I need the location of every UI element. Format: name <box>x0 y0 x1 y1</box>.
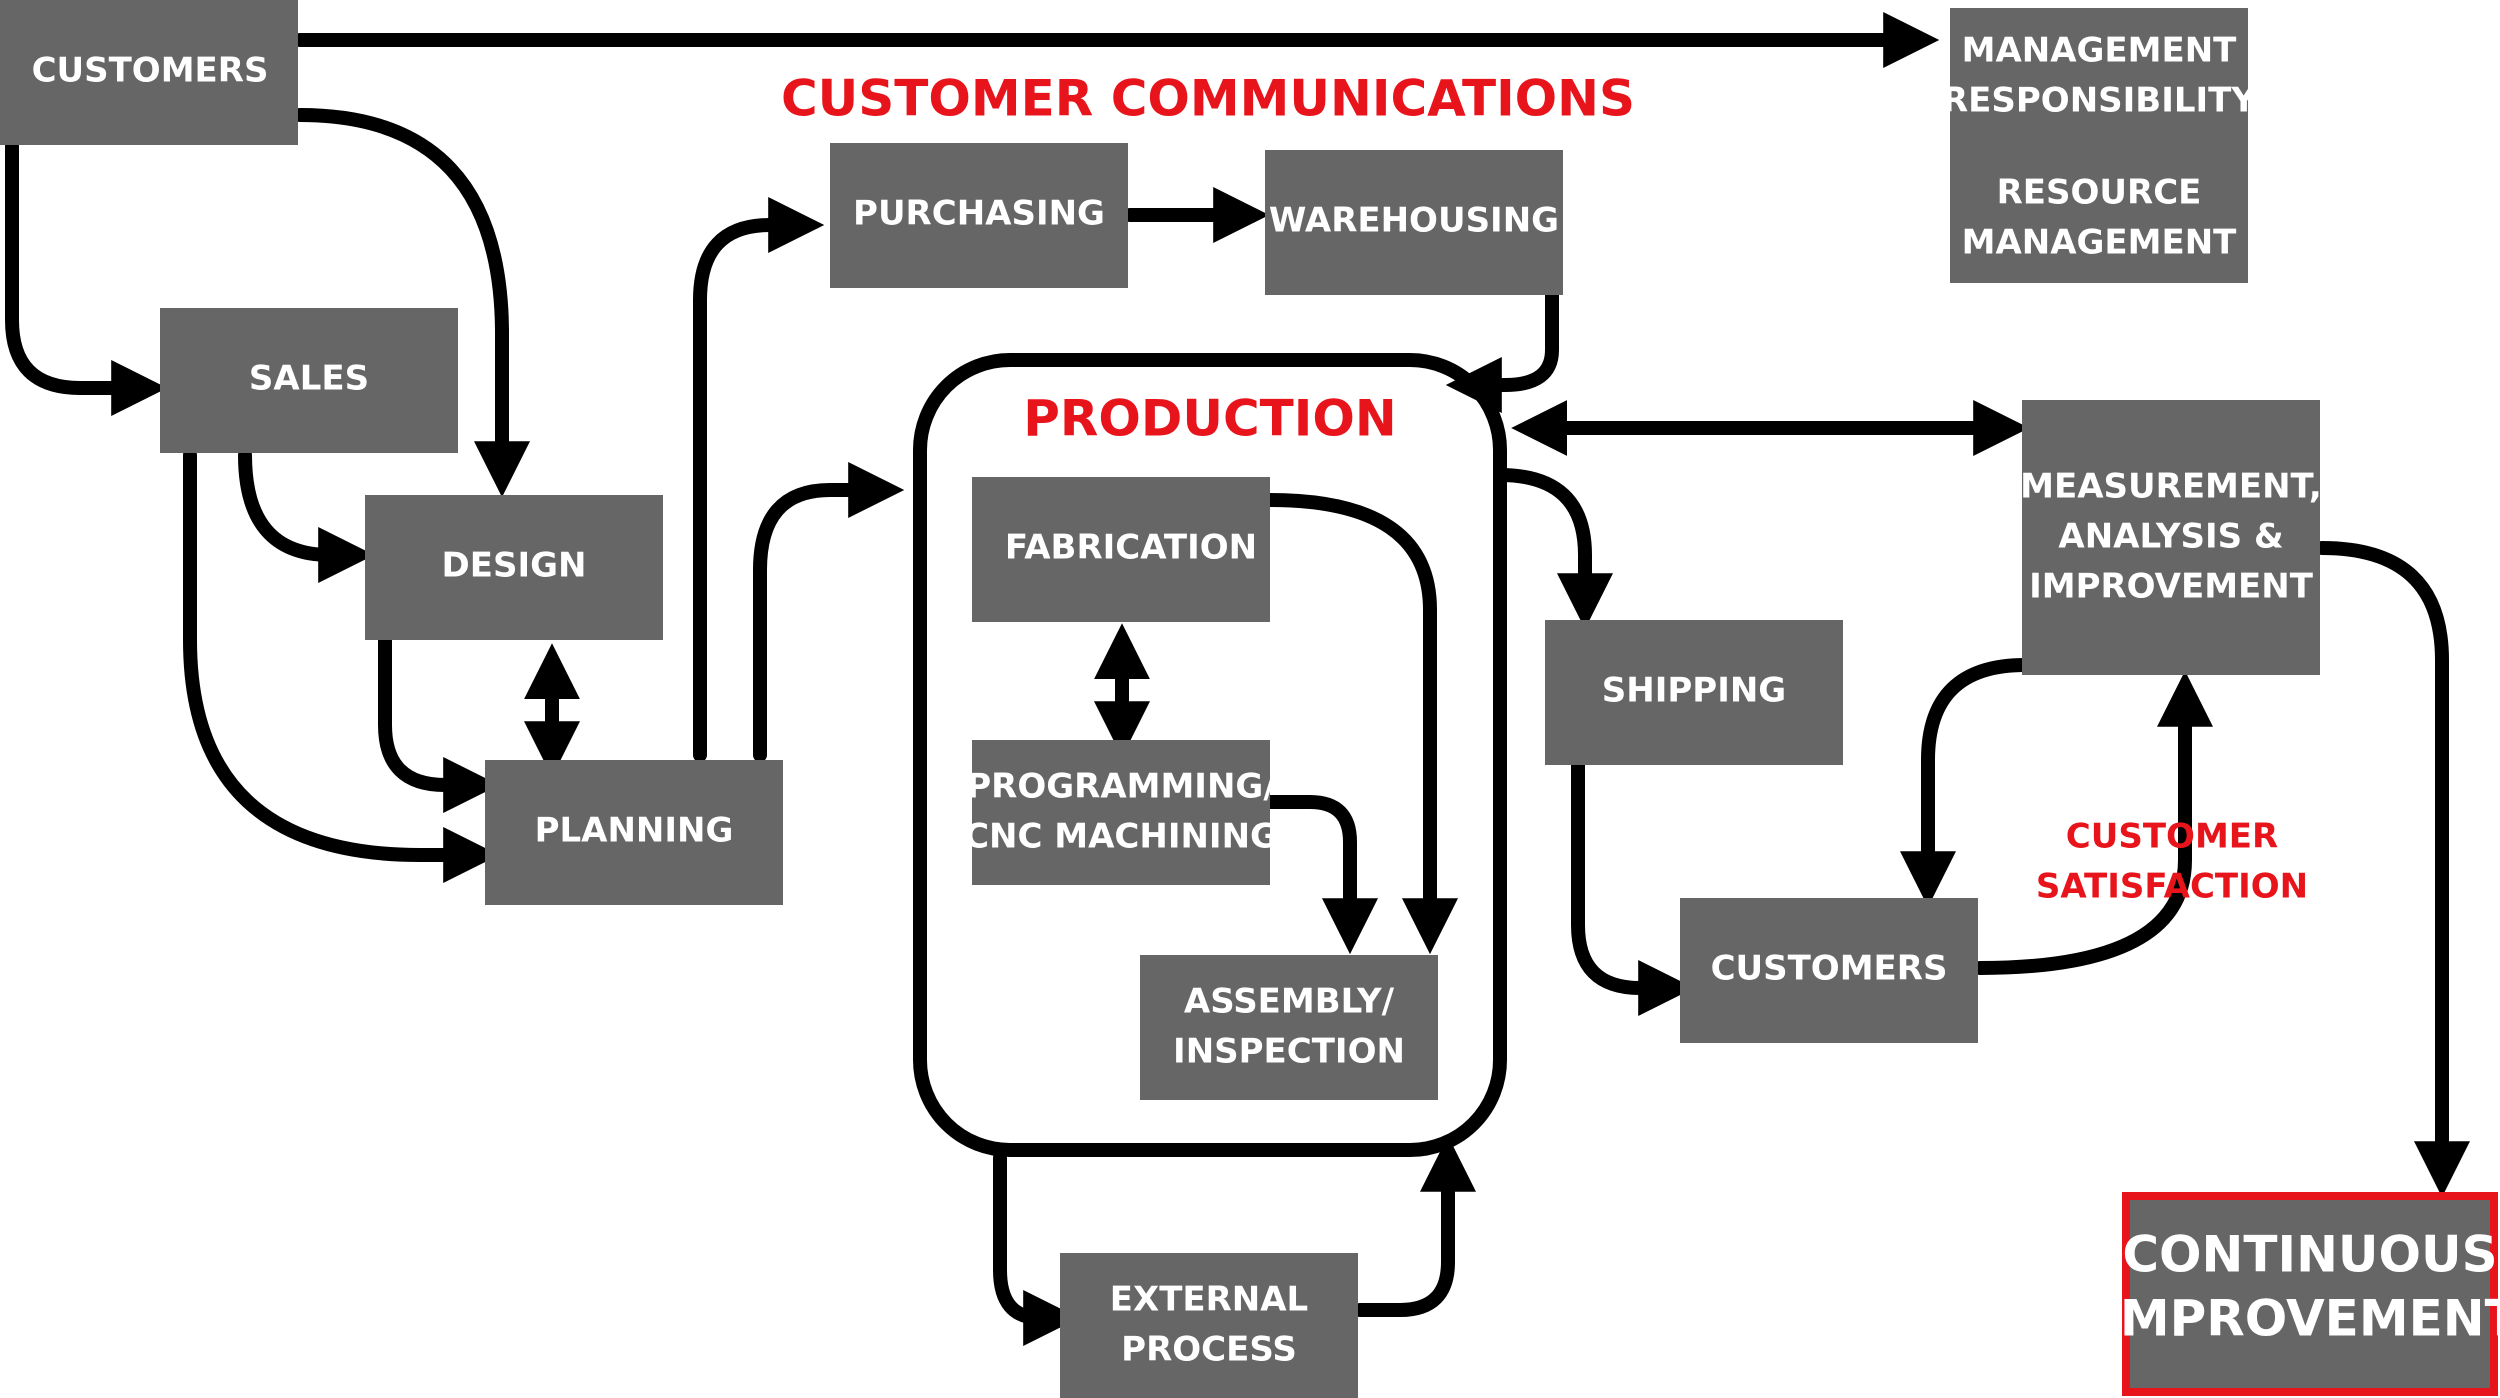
arrow-production-to-external <box>993 1151 1080 1346</box>
arrow-fabrication-to-assembly <box>1263 493 1458 955</box>
arrow-customers-to-sales <box>5 138 168 416</box>
box-assembly: ASSEMBLY/ INSPECTION <box>1140 955 1438 1100</box>
management-label-1: MANAGEMENT <box>1962 31 2238 71</box>
arrow-measurement-to-continuous-improvement <box>2315 541 2470 1198</box>
customer-satisfaction-label-line2: SATISFACTION <box>2036 867 2308 907</box>
continuous-improvement-label-1: CONTINUOUS <box>2122 1226 2497 1284</box>
arrow-shipping-to-customers <box>1571 758 1695 1016</box>
customers-bottom-label: CUSTOMERS <box>1711 949 1948 989</box>
box-fabrication: FABRICATION <box>972 477 1270 622</box>
arrow-sales-to-planning <box>183 448 500 883</box>
arrow-design-to-planning <box>378 633 500 813</box>
arrow-programming-to-assembly <box>1263 795 1378 955</box>
box-shipping: SHIPPING <box>1545 620 1843 765</box>
production-container <box>913 353 1507 1157</box>
box-planning: PLANNING <box>485 760 783 905</box>
box-purchasing: PURCHASING <box>830 143 1128 288</box>
external-process-label-2: PROCESS <box>1121 1330 1297 1370</box>
arrow-measurement-to-customers <box>1900 658 2032 908</box>
box-management: MANAGEMENT RESPONSIBILITY RESOURCE MANAG… <box>1942 8 2256 283</box>
purchasing-label: PURCHASING <box>853 194 1105 234</box>
measurement-label-1: MEASUREMENT, <box>2020 467 2322 507</box>
continuous-improvement-label-2: IMPROVEMENT <box>2101 1290 2500 1348</box>
box-programming: PROGRAMMING/ CNC MACHINING <box>964 740 1278 885</box>
external-process-label-1: EXTERNAL <box>1110 1280 1308 1320</box>
box-continuous-improvement: CONTINUOUS IMPROVEMENT <box>2101 1192 2500 1396</box>
box-external-process: EXTERNAL PROCESS <box>1060 1253 1358 1398</box>
box-customers-top: CUSTOMERS <box>0 0 298 145</box>
sales-label: SALES <box>249 359 369 399</box>
arrow-planning-to-purchasing <box>693 197 825 762</box>
arrow-planning-to-production <box>753 462 905 762</box>
measurement-label-2: ANALYSIS & <box>2058 517 2283 557</box>
customers-top-label: CUSTOMERS <box>32 51 269 91</box>
arrow-customers-to-design <box>293 108 530 498</box>
customer-communications-title: CUSTOMER COMMUNICATIONS <box>781 70 1635 128</box>
assembly-label-1: ASSEMBLY/ <box>1184 982 1395 1022</box>
production-title: PRODUCTION <box>1023 390 1397 448</box>
arrow-warehousing-to-production <box>1445 288 1559 413</box>
fabrication-label: FABRICATION <box>1005 528 1257 568</box>
management-label-3: RESOURCE <box>1997 173 2202 213</box>
arrow-sales-to-design <box>238 448 375 583</box>
programming-label-1: PROGRAMMING/ <box>966 767 1276 807</box>
arrow-external-to-production <box>1353 1135 1476 1317</box>
management-label-2: RESPONSIBILITY <box>1942 81 2256 121</box>
arrow-customers-to-measurement <box>1973 670 2213 975</box>
box-sales: SALES <box>160 308 458 453</box>
assembly-label-2: INSPECTION <box>1173 1032 1405 1072</box>
management-label-4: MANAGEMENT <box>1962 223 2238 263</box>
box-customers-bottom: CUSTOMERS <box>1680 898 1978 1043</box>
customer-satisfaction-label-line1: CUSTOMER <box>2066 817 2278 857</box>
box-measurement: MEASUREMENT, ANALYSIS & IMPROVEMENT <box>2020 400 2322 675</box>
shipping-label: SHIPPING <box>1602 671 1786 711</box>
warehousing-label: WAREHOUSING <box>1269 201 1559 241</box>
box-warehousing: WAREHOUSING <box>1265 150 1563 295</box>
design-label: DESIGN <box>442 546 587 586</box>
planning-label: PLANNING <box>535 811 734 851</box>
box-design: DESIGN <box>365 495 663 640</box>
arrow-production-to-shipping <box>1493 468 1613 630</box>
programming-label-2: CNC MACHINING <box>964 817 1278 857</box>
connector-arrows <box>5 12 2470 1346</box>
measurement-label-3: IMPROVEMENT <box>2029 567 2314 607</box>
